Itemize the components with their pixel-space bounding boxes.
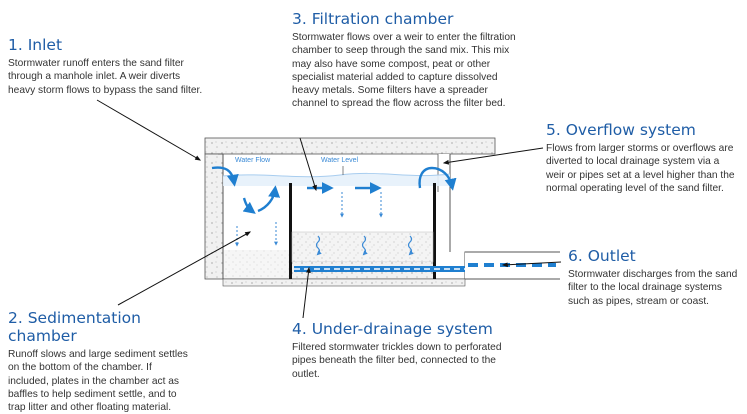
sediment-layer	[224, 250, 290, 278]
overflow-heading: 5. Overflow system	[546, 121, 696, 139]
seepage-arrows	[235, 192, 383, 247]
underdrainage-heading: 4. Under-drainage system	[292, 320, 493, 338]
filtration-heading: 3. Filtration chamber	[292, 10, 454, 28]
sedimentation-callout: 2. Sedimentation chamber Runoff slows an…	[8, 309, 188, 414]
inlet-heading: 1. Inlet	[8, 36, 63, 54]
outlet-callout: 6. Outlet Stormwater discharges from the…	[568, 247, 744, 308]
leader-lines	[96, 99, 562, 319]
sedimentation-description: Runoff slows and large sediment settles …	[8, 349, 188, 414]
overflow-description: Flows from larger storms or overflows ar…	[546, 143, 735, 194]
underdrainage-description: Filtered stormwater trickles down to per…	[292, 342, 502, 380]
water-surface	[223, 173, 450, 186]
flow-arrows	[211, 166, 457, 214]
inlet-callout: 1. Inlet Stormwater runoff enters the sa…	[8, 36, 203, 97]
sedimentation-heading: 2. Sedimentation chamber	[8, 309, 141, 345]
water-level-label: Water Level	[321, 157, 359, 164]
filtration-description: Stormwater flows over a weir to enter th…	[292, 32, 516, 110]
water-flow-label: Water Flow	[235, 157, 271, 164]
filter-squiggles	[315, 235, 414, 256]
underdrainage-callout: 4. Under-drainage system Filtered stormw…	[292, 320, 522, 381]
outlet-description: Stormwater discharges from the sand filt…	[568, 269, 738, 307]
filtration-callout: 3. Filtration chamber Stormwater flows o…	[292, 10, 522, 111]
overflow-callout: 5. Overflow system Flows from larger sto…	[546, 121, 736, 195]
outlet-heading: 6. Outlet	[568, 247, 636, 265]
weir-wall	[289, 183, 292, 279]
outlet-weir-wall	[433, 183, 436, 279]
inlet-description: Stormwater runoff enters the sand filter…	[8, 58, 203, 96]
